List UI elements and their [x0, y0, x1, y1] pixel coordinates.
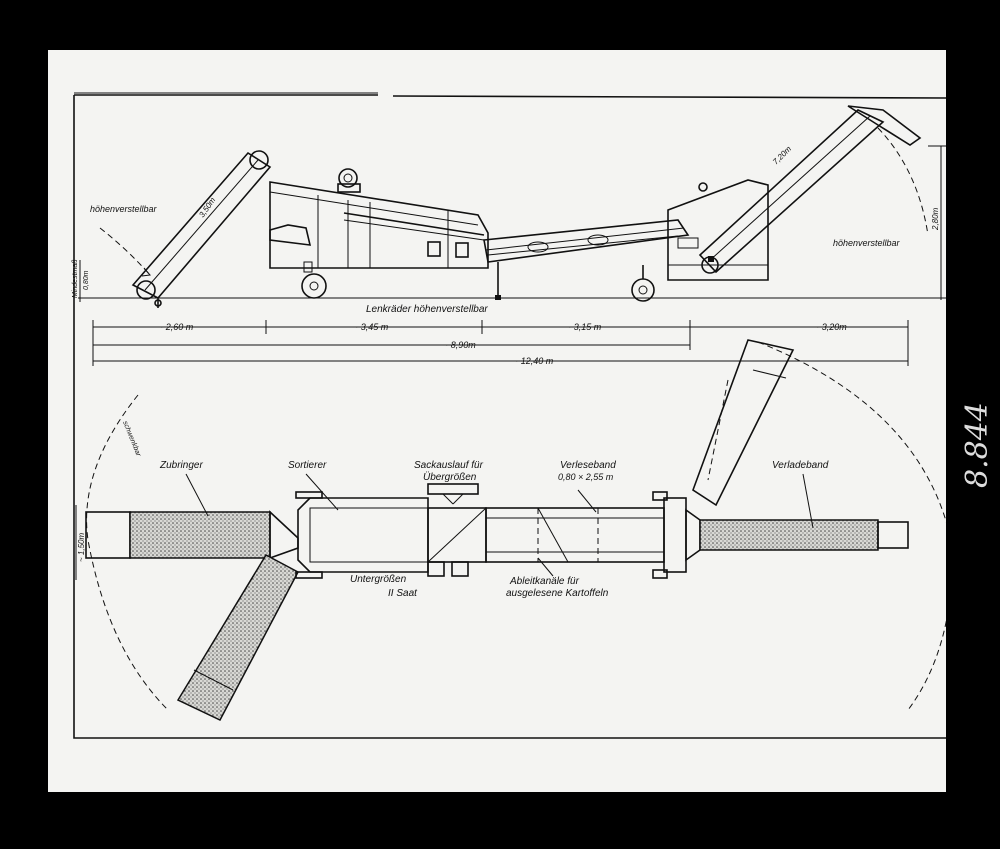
middle-belt: [483, 219, 690, 300]
label-left-adjustable: höhenverstellbar: [90, 204, 158, 214]
feeder-swung-position: [176, 554, 300, 721]
dim-overall-total: ~ 12,40 m: [513, 356, 554, 366]
drawing-frame: [73, 94, 946, 739]
left-feeder-conveyor: [131, 150, 272, 308]
label-verleseband: Verleseband: [560, 460, 616, 471]
loader-swung-position: [692, 339, 795, 507]
dim-seg2: ~ 3,45 m: [353, 322, 389, 332]
transfer-head: [663, 497, 687, 573]
plan-view: Zubringer Sortierer Sackauslauf für Über…: [75, 339, 946, 721]
sorter-plan: [297, 497, 429, 573]
label-width: ~ 1,50m: [77, 533, 86, 562]
dim-seg4: ~ 3,20m: [814, 322, 847, 332]
label-ableit-2: ausgelesene Kartoffeln: [506, 588, 609, 599]
label-saat: II Saat: [388, 588, 418, 599]
technical-drawing: höhenverstellbar höhenverstellbar Mindes…: [72, 92, 946, 739]
side-view: höhenverstellbar höhenverstellbar Mindes…: [72, 105, 946, 315]
feeder-belt: [129, 511, 271, 559]
dim-right-conveyor: 7,20m: [771, 144, 793, 166]
feeder-end-roller: [85, 511, 131, 559]
label-sackauslauf-1: Sackauslauf für: [414, 460, 484, 471]
dim-seg1: ~ 2,60 m: [158, 322, 194, 332]
label-verladeband: Verladeband: [772, 460, 829, 471]
label-zubringer: Zubringer: [159, 460, 203, 471]
inspection-belt: [485, 507, 665, 563]
label-min-height: Mindestmaß: [72, 259, 79, 298]
left-swing-arc: [99, 227, 151, 276]
dim-seg3: ~ 3,15 m: [566, 322, 602, 332]
loading-belt: [699, 519, 879, 551]
label-wheels: Lenkräder höhenverstellbar: [366, 304, 488, 315]
dim-min-height: 0,80m: [83, 270, 90, 290]
label-ableit-1: Ableitkanäle für: [509, 576, 580, 587]
label-schwenkbar: schwenkbar: [121, 420, 142, 458]
right-swing-arc: [877, 127, 929, 236]
label-sackauslauf-2: Übergrößen: [423, 471, 477, 483]
dim-right-height: 2,80m: [931, 207, 940, 231]
loader-swing-arc: [757, 341, 946, 711]
dim-mid-total: ~ 8,90m: [443, 340, 476, 350]
right-loading-conveyor: [631, 105, 922, 302]
sorter-body: [269, 168, 489, 299]
margin-note: 8.844: [948, 360, 998, 490]
margin-note-text: 8.844: [960, 402, 995, 488]
label-right-adjustable: höhenverstellbar: [833, 238, 901, 248]
drawing-sheet: höhenverstellbar höhenverstellbar Mindes…: [48, 50, 946, 792]
dimension-chains: ~ 2,60 m ~ 3,45 m ~ 3,15 m ~ 3,20m ~ 8,9…: [92, 320, 909, 366]
label-untergroessen: Untergrößen: [350, 574, 407, 585]
label-verleseband-dim: 0,80 × 2,55 m: [558, 472, 614, 482]
label-sortierer: Sortierer: [288, 460, 327, 471]
